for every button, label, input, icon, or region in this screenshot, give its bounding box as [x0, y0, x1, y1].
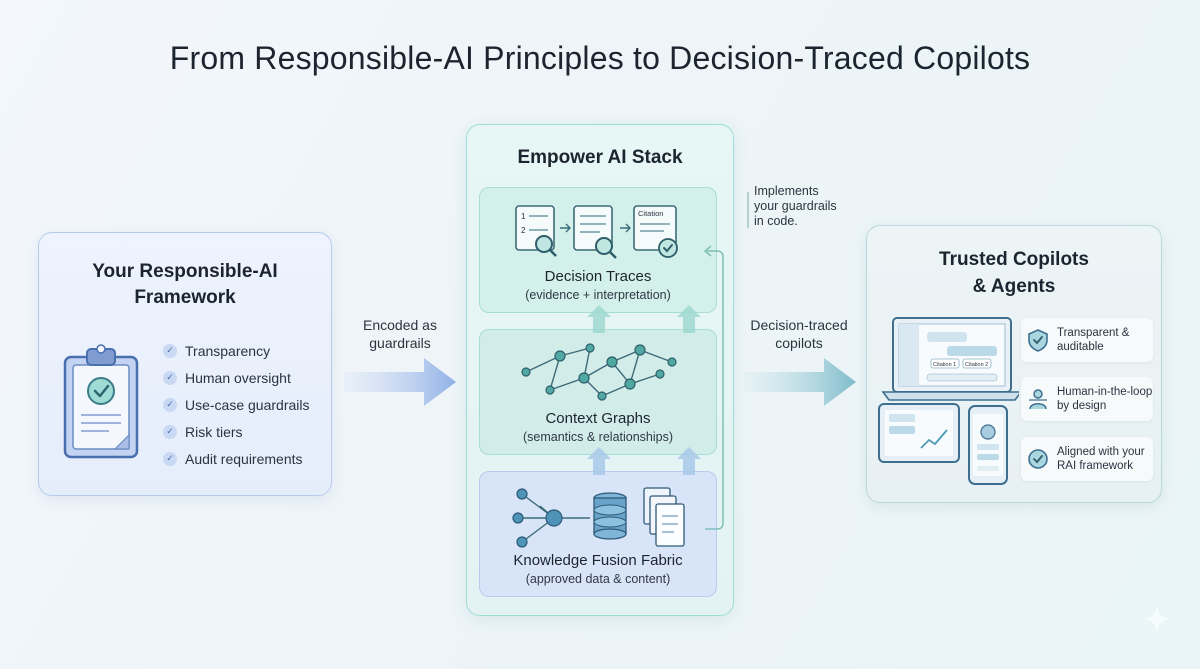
arrow-right-icon	[344, 358, 456, 406]
arrow-right-icon	[744, 358, 856, 406]
framework-title: Your Responsible-AI Framework	[92, 261, 278, 308]
decision-traces-layer: 1 2 Citation Decision Traces (evidence +…	[479, 187, 717, 313]
check-icon: ✓	[163, 424, 177, 439]
decision-traces-sub: (evidence + interpretation)	[525, 288, 671, 302]
framework-checklist: ✓Transparency ✓Human oversight ✓Use-case…	[163, 337, 310, 472]
knowledge-fabric-label: Knowledge Fusion Fabric	[513, 552, 683, 569]
copilots-title: Trusted Copilots & Agents	[939, 249, 1089, 297]
encoded-label: Encoded as guardrails	[363, 317, 437, 351]
feature-aligned: Aligned with your RAI framework	[1021, 437, 1153, 481]
network-graph-icon	[521, 343, 677, 401]
check-circle-icon	[1028, 449, 1048, 469]
sparkle-icon	[1143, 605, 1171, 633]
decision-traces-label: Decision Traces	[544, 268, 652, 285]
clipboard-check-icon	[63, 344, 139, 459]
person-icon	[1029, 389, 1047, 410]
check-icon: ✓	[163, 343, 177, 358]
context-graphs-layer: Context Graphs (semantics & relationship…	[479, 329, 717, 455]
check-icon: ✓	[163, 397, 177, 412]
copilots-panel: Trusted Copilots & Agents Citation 1 Cit…	[866, 225, 1162, 503]
context-graphs-label: Context Graphs	[545, 410, 651, 427]
arrow-up-icon	[587, 305, 611, 333]
citation-label: Citation	[638, 209, 663, 218]
shield-check-icon	[1028, 329, 1048, 352]
list-item: ✓Human oversight	[163, 364, 310, 391]
framework-panel: Your Responsible-AI Framework ✓Transpare…	[38, 232, 332, 496]
arrow-up-icon	[677, 447, 701, 475]
ai-stack-panel: Empower AI Stack 1 2 Citation Decision	[466, 124, 734, 616]
feature-human-loop: Human-in-the-loop by design	[1021, 377, 1153, 421]
feature-transparent: Transparent & auditable	[1021, 318, 1153, 362]
trace-step-label: 1	[521, 212, 526, 221]
list-item: ✓Transparency	[163, 337, 310, 364]
check-icon: ✓	[163, 370, 177, 385]
arrow-up-icon	[677, 305, 701, 333]
list-item: ✓Use-case guardrails	[163, 391, 310, 418]
guardrails-note: Implements your guardrails in code.	[754, 184, 837, 228]
decision-traced-label: Decision-traced copilots	[750, 317, 848, 351]
context-graphs-sub: (semantics & relationships)	[522, 430, 674, 444]
knowledge-fabric-sub: (approved data & content)	[525, 572, 671, 586]
page-title: From Responsible-AI Principles to Decisi…	[169, 40, 1031, 76]
data-fusion-icon	[512, 487, 685, 548]
list-item: ✓Audit requirements	[163, 445, 310, 472]
citation-1-label: Citation 1	[933, 362, 956, 368]
trace-step-label: 2	[521, 226, 526, 235]
list-item: ✓Risk tiers	[163, 418, 310, 445]
stack-title: Empower AI Stack	[517, 147, 683, 168]
knowledge-fabric-layer: Knowledge Fusion Fabric (approved data &…	[479, 471, 717, 597]
note-bracket	[747, 192, 749, 228]
feedback-loop-icon	[703, 245, 724, 530]
document-search-icon: 1 2 Citation	[515, 205, 678, 259]
arrow-up-icon	[587, 447, 611, 475]
devices-icon: Citation 1 Citation 2	[878, 317, 1019, 485]
citation-2-label: Citation 2	[965, 362, 988, 368]
check-icon: ✓	[163, 451, 177, 466]
